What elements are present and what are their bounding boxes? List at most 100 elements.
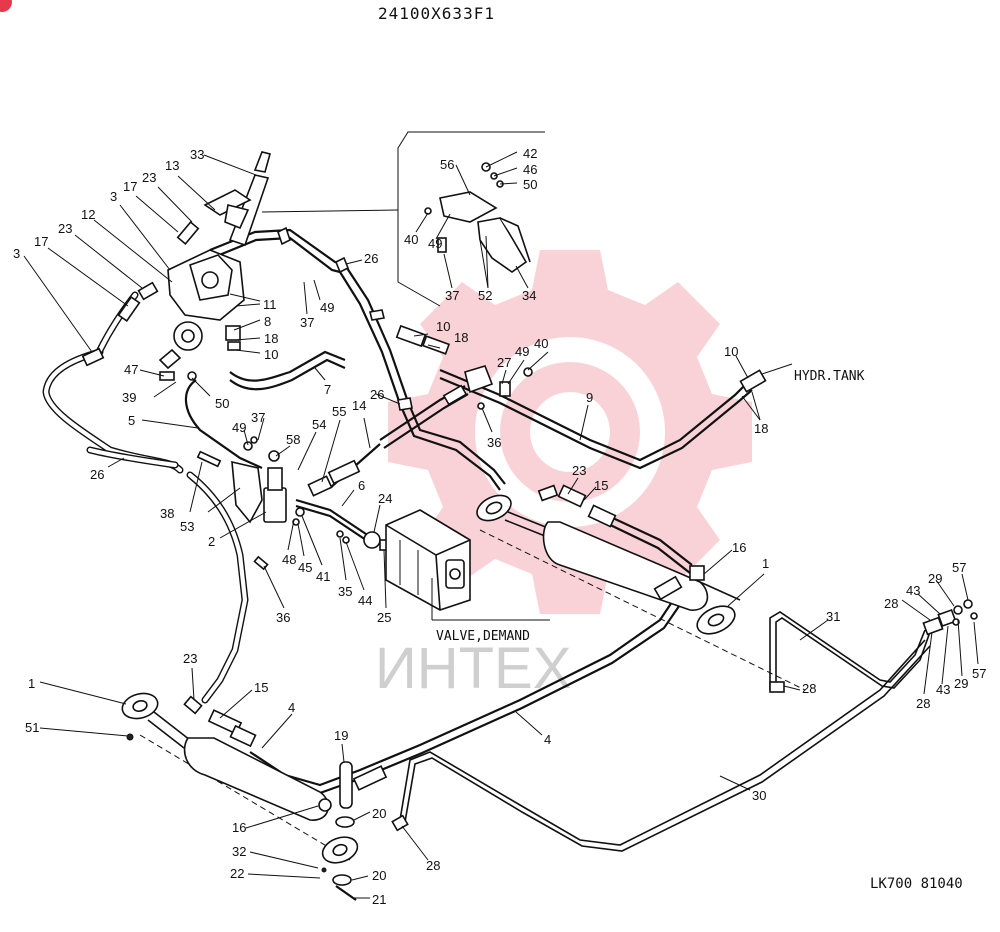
- callout-31: 31: [826, 609, 840, 624]
- callout-47: 47: [124, 362, 138, 377]
- callout-37: 37: [445, 288, 459, 303]
- callout-10: 10: [436, 319, 450, 334]
- callout-40: 40: [534, 336, 548, 351]
- callout-15: 15: [254, 680, 268, 695]
- callout-27: 27: [497, 355, 511, 370]
- callout-36: 36: [276, 610, 290, 625]
- callout-34: 34: [522, 288, 536, 303]
- callout-19: 19: [334, 728, 348, 743]
- callout-45: 45: [298, 560, 312, 575]
- callout-18: 18: [264, 331, 278, 346]
- callout-25: 25: [377, 610, 391, 625]
- callout-58: 58: [286, 432, 300, 447]
- callout-56: 56: [440, 157, 454, 172]
- callout-23: 23: [572, 463, 586, 478]
- callout-43: 43: [906, 583, 920, 598]
- callout-28: 28: [916, 696, 930, 711]
- watermark-gear: [388, 250, 752, 614]
- inset-detail: [261, 131, 545, 307]
- callout-23: 23: [183, 651, 197, 666]
- callout-1: 1: [28, 676, 35, 691]
- callout-26: 26: [90, 467, 104, 482]
- callout-28: 28: [426, 858, 440, 873]
- callout-20: 20: [372, 868, 386, 883]
- callout-44: 44: [358, 593, 372, 608]
- callout-7: 7: [324, 382, 331, 397]
- right-cylinder: [476, 484, 741, 635]
- left-cylinder: [121, 692, 409, 901]
- demand-valve: [385, 509, 550, 621]
- valve-demand-label: VALVE,DEMAND: [436, 629, 530, 644]
- callout-49: 49: [232, 420, 246, 435]
- callout-22: 22: [230, 866, 244, 881]
- callout-3: 3: [110, 189, 117, 204]
- callout-53: 53: [180, 519, 194, 534]
- callout-28: 28: [802, 681, 816, 696]
- steering-valve-assembly: [81, 151, 413, 411]
- callout-43: 43: [936, 682, 950, 697]
- callout-50: 50: [523, 177, 537, 192]
- callout-50: 50: [215, 396, 229, 411]
- callout-49: 49: [320, 300, 334, 315]
- callout-18: 18: [454, 330, 468, 345]
- callout-57: 57: [952, 560, 966, 575]
- callout-16: 16: [232, 820, 246, 835]
- callout-21: 21: [372, 892, 386, 907]
- callout-39: 39: [122, 390, 136, 405]
- callout-57: 57: [972, 666, 986, 681]
- callout-17: 17: [123, 179, 137, 194]
- hydr-tank-label: HYDR.TANK: [794, 369, 865, 384]
- callout-42: 42: [523, 146, 537, 161]
- watermark-text: ИНТЕХ: [375, 636, 571, 701]
- callout-37: 37: [251, 410, 265, 425]
- callout-3: 3: [13, 246, 20, 261]
- callout-51: 51: [25, 720, 39, 735]
- callout-23: 23: [142, 170, 156, 185]
- callout-26: 26: [364, 251, 378, 266]
- callout-13: 13: [165, 158, 179, 173]
- callout-24: 24: [378, 491, 392, 506]
- callout-11: 11: [263, 297, 277, 312]
- callout-17: 17: [34, 234, 48, 249]
- callout-36: 36: [487, 435, 501, 450]
- fittings-mid: [159, 324, 533, 571]
- callout-35: 35: [338, 584, 352, 599]
- callout-6: 6: [358, 478, 365, 493]
- callout-38: 38: [160, 506, 174, 521]
- callout-12: 12: [81, 207, 95, 222]
- callout-8: 8: [264, 314, 271, 329]
- callout-14: 14: [352, 398, 366, 413]
- callout-26: 26: [370, 387, 384, 402]
- callout-10: 10: [264, 347, 278, 362]
- callout-29: 29: [954, 676, 968, 691]
- callout-4: 4: [544, 732, 551, 747]
- callout-32: 32: [232, 844, 246, 859]
- callout-30: 30: [752, 788, 766, 803]
- callout-16: 16: [732, 540, 746, 555]
- callout-28: 28: [884, 596, 898, 611]
- callout-29: 29: [928, 571, 942, 586]
- callout-48: 48: [282, 552, 296, 567]
- callout-49: 49: [428, 236, 442, 251]
- callout-20: 20: [372, 806, 386, 821]
- callout-40: 40: [404, 232, 418, 247]
- callout-41: 41: [316, 569, 330, 584]
- callout-9: 9: [586, 390, 593, 405]
- callout-18: 18: [754, 421, 768, 436]
- callout-10: 10: [724, 344, 738, 359]
- callout-33: 33: [190, 147, 204, 162]
- callout-55: 55: [332, 404, 346, 419]
- callout-37: 37: [300, 315, 314, 330]
- callout-labels: 33 13 23 17 3 12 23 17 3 11 8 18 10 37 4…: [13, 146, 986, 907]
- callout-54: 54: [312, 417, 326, 432]
- callout-2: 2: [208, 534, 215, 549]
- callout-5: 5: [128, 413, 135, 428]
- corner-badge: [0, 0, 12, 12]
- callout-49: 49: [515, 344, 529, 359]
- callout-23: 23: [58, 221, 72, 236]
- drawing-reference: LK700 81040: [870, 876, 963, 892]
- callout-15: 15: [594, 478, 608, 493]
- leader-lines: [23, 154, 979, 899]
